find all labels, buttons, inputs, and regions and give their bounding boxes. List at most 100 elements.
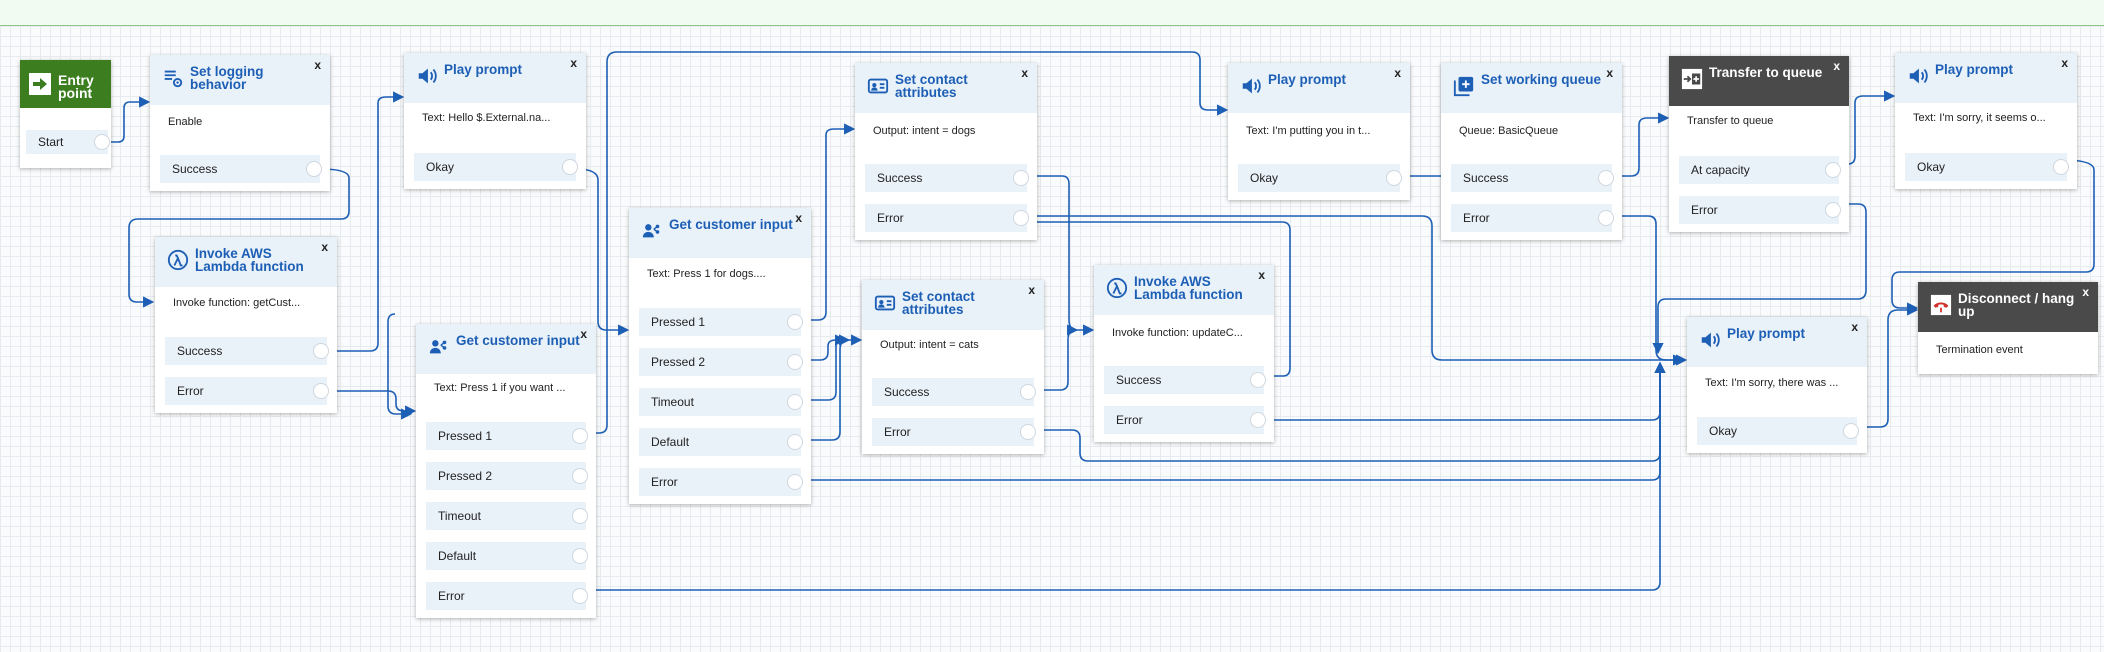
branch-connector-dot[interactable]: [787, 434, 803, 450]
branch-connector-dot[interactable]: [1825, 202, 1841, 218]
branch-okay[interactable]: Okay: [1905, 153, 2069, 181]
branch-pressed-1[interactable]: Pressed 1: [426, 422, 588, 450]
speaker-icon: [1699, 329, 1721, 351]
close-button[interactable]: x: [321, 240, 328, 254]
close-button[interactable]: x: [1028, 283, 1035, 297]
branch-connector-dot[interactable]: [1843, 423, 1859, 439]
transfer-queue-icon: [1681, 68, 1703, 90]
block-header: Transfer to queue x: [1669, 56, 1849, 106]
branch-connector-dot[interactable]: [572, 468, 588, 484]
branch-connector-dot[interactable]: [1013, 170, 1029, 186]
play-prompt-block[interactable]: Play prompt x Text: I'm putting you in t…: [1228, 63, 1410, 200]
branch-connector-dot[interactable]: [1825, 162, 1841, 178]
branch-error[interactable]: Error: [426, 582, 588, 610]
branch-label: Default: [651, 435, 690, 449]
branch-success[interactable]: Success: [1451, 164, 1614, 192]
close-button[interactable]: x: [1394, 66, 1401, 80]
branch-label: Start: [38, 135, 64, 149]
get-customer-input-block[interactable]: Get customer input x Text: Press 1 for d…: [629, 208, 811, 504]
close-button[interactable]: x: [1258, 268, 1265, 282]
branch-label: Error: [1691, 203, 1718, 217]
branch-default[interactable]: Default: [639, 428, 803, 456]
close-button[interactable]: x: [1021, 66, 1028, 80]
branch-success[interactable]: Success: [1104, 366, 1266, 394]
set-contact-attributes-block[interactable]: Set contact attributes x Output: intent …: [862, 280, 1044, 454]
branch-connector-dot[interactable]: [1250, 412, 1266, 428]
branch-error[interactable]: Error: [1679, 196, 1841, 224]
close-button[interactable]: x: [570, 56, 577, 70]
invoke-aws-lambda-function-block[interactable]: Invoke AWS Lambda function x Invoke func…: [155, 237, 337, 413]
block-title: Play prompt: [1727, 326, 1806, 341]
set-logging-behavior-block[interactable]: Set logging behavior x Enable Success: [150, 55, 330, 191]
block-title: Invoke AWS Lambda function: [195, 246, 304, 274]
play-prompt-block[interactable]: Play prompt x Text: I'm sorry, there was…: [1687, 317, 1867, 453]
branch-connector-dot[interactable]: [313, 343, 329, 359]
branch-connector-dot[interactable]: [572, 588, 588, 604]
close-button[interactable]: x: [2082, 285, 2089, 299]
branch-error[interactable]: Error: [639, 468, 803, 496]
entry-point-title: Entry point: [58, 72, 94, 101]
block-summary: Output: intent = dogs: [873, 125, 976, 137]
branch-connector-dot[interactable]: [94, 134, 110, 150]
block-title: Get customer input: [669, 217, 793, 232]
branch-connector-dot[interactable]: [1020, 384, 1036, 400]
close-button[interactable]: x: [1833, 59, 1840, 73]
block-summary: Queue: BasicQueue: [1459, 125, 1559, 137]
branch-connector-dot[interactable]: [787, 394, 803, 410]
get-customer-input-block[interactable]: Get customer input x Text: Press 1 if yo…: [416, 324, 596, 618]
branch-timeout[interactable]: Timeout: [639, 388, 803, 416]
set-working-queue-block[interactable]: Set working queue x Queue: BasicQueue Su…: [1441, 63, 1622, 240]
branch-success[interactable]: Success: [865, 164, 1029, 192]
block-title: Transfer to queue: [1709, 65, 1823, 80]
branch-connector-dot[interactable]: [572, 428, 588, 444]
branch-success[interactable]: Success: [165, 337, 329, 365]
entry-start-branch[interactable]: Start: [26, 130, 110, 154]
play-prompt-block[interactable]: Play prompt x Text: Hello $.External.na.…: [404, 53, 586, 189]
close-button[interactable]: x: [580, 327, 587, 341]
close-button[interactable]: x: [2061, 56, 2068, 70]
invoke-aws-lambda-function-block[interactable]: Invoke AWS Lambda function x Invoke func…: [1094, 265, 1274, 442]
play-prompt-block[interactable]: Play prompt x Text: I'm sorry, it seems …: [1895, 53, 2077, 189]
branch-connector-dot[interactable]: [1013, 210, 1029, 226]
disconnect-hang-up-block[interactable]: Disconnect / hang up x Termination event: [1918, 282, 2098, 374]
block-header: Disconnect / hang up x: [1918, 282, 2098, 332]
branch-success[interactable]: Success: [872, 378, 1036, 406]
branch-connector-dot[interactable]: [787, 474, 803, 490]
branch-connector-dot[interactable]: [1598, 210, 1614, 226]
close-button[interactable]: x: [1606, 66, 1613, 80]
branch-okay[interactable]: Okay: [414, 153, 578, 181]
branch-connector-dot[interactable]: [572, 548, 588, 564]
branch-success[interactable]: Success: [160, 155, 322, 183]
branch-connector-dot[interactable]: [1250, 372, 1266, 388]
branch-default[interactable]: Default: [426, 542, 588, 570]
branch-pressed-1[interactable]: Pressed 1: [639, 308, 803, 336]
branch-okay[interactable]: Okay: [1238, 164, 1402, 192]
close-button[interactable]: x: [1851, 320, 1858, 334]
branch-error[interactable]: Error: [1104, 406, 1266, 434]
branch-connector-dot[interactable]: [787, 314, 803, 330]
set-contact-attributes-block[interactable]: Set contact attributes x Output: intent …: [855, 63, 1037, 240]
branch-connector-dot[interactable]: [1386, 170, 1402, 186]
branch-error[interactable]: Error: [1451, 204, 1614, 232]
branch-error[interactable]: Error: [872, 418, 1036, 446]
branch-label: Error: [1463, 211, 1490, 225]
branch-connector-dot[interactable]: [572, 508, 588, 524]
close-button[interactable]: x: [795, 211, 802, 225]
branch-connector-dot[interactable]: [1020, 424, 1036, 440]
branch-error[interactable]: Error: [865, 204, 1029, 232]
branch-timeout[interactable]: Timeout: [426, 502, 588, 530]
branch-error[interactable]: Error: [165, 377, 329, 405]
branch-connector-dot[interactable]: [2053, 159, 2069, 175]
branch-okay[interactable]: Okay: [1697, 417, 1859, 445]
branch-pressed-2[interactable]: Pressed 2: [639, 348, 803, 376]
branch-at-capacity[interactable]: At capacity: [1679, 156, 1841, 184]
branch-connector-dot[interactable]: [313, 383, 329, 399]
branch-connector-dot[interactable]: [1598, 170, 1614, 186]
close-button[interactable]: x: [314, 58, 321, 72]
transfer-to-queue-block[interactable]: Transfer to queue x Transfer to queue At…: [1669, 56, 1849, 232]
branch-pressed-2[interactable]: Pressed 2: [426, 462, 588, 490]
branch-connector-dot[interactable]: [787, 354, 803, 370]
branch-connector-dot[interactable]: [562, 159, 578, 175]
branch-connector-dot[interactable]: [306, 161, 322, 177]
entry-point-block[interactable]: Entry point Start: [20, 60, 111, 168]
